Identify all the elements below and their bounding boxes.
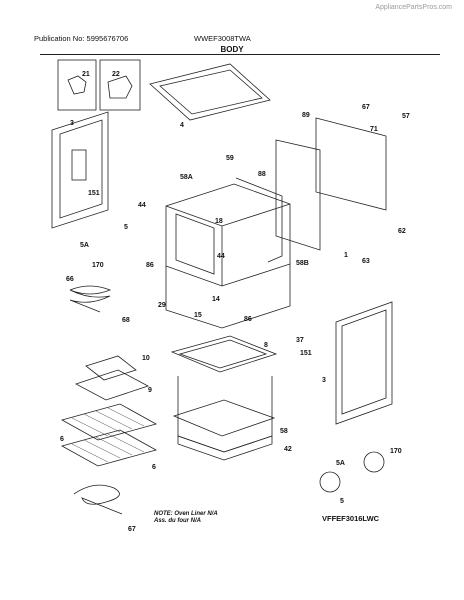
- oven-rack-lower: [60, 429, 158, 467]
- callout-1: 1: [344, 252, 348, 259]
- callout-62: 62: [398, 228, 406, 235]
- rack-wire: [71, 443, 109, 463]
- drawer-base: [177, 435, 273, 461]
- callout-151-bottom: 151: [300, 350, 312, 357]
- callout-170-bottom: 170: [390, 448, 402, 455]
- callout-86-left: 86: [146, 262, 154, 269]
- callout-22: 22: [112, 71, 120, 78]
- callout-3-bottom: 3: [322, 377, 326, 384]
- rack-wire: [71, 417, 109, 437]
- callout-170-left: 170: [92, 262, 104, 269]
- callout-44-left: 44: [138, 202, 146, 209]
- callout-57: 57: [402, 113, 410, 120]
- callout-29: 29: [158, 302, 166, 309]
- callout-14: 14: [212, 296, 220, 303]
- note-line-2: Ass. du four N/A: [154, 518, 202, 525]
- callout-67-top: 67: [362, 104, 370, 111]
- rack-wire: [107, 407, 145, 427]
- callout-58: 58: [280, 428, 288, 435]
- oven-cavity: [175, 213, 215, 275]
- broil-element: [73, 484, 123, 515]
- oven-body-edge: [165, 203, 291, 227]
- bake-element: [69, 285, 112, 313]
- callout-3-top: 3: [70, 120, 74, 127]
- rack-wire: [107, 433, 145, 453]
- rack-wire: [95, 436, 133, 456]
- watermark: AppliancePartsPros.com: [375, 4, 452, 11]
- callout-151-top: 151: [88, 190, 100, 197]
- back-panel: [315, 117, 387, 211]
- callout-18: 18: [215, 218, 223, 225]
- insulation-58a: [235, 177, 283, 263]
- callout-37: 37: [296, 337, 304, 344]
- callout-88: 88: [258, 171, 266, 178]
- rear-frame: [275, 139, 321, 251]
- callout-86-right: 86: [244, 316, 252, 323]
- callout-5a-bottom: 5A: [336, 460, 345, 467]
- rack-wire: [83, 439, 121, 459]
- leveling-leg-circle-left: [319, 471, 341, 493]
- drawer-liner: [172, 399, 276, 437]
- callout-8: 8: [264, 342, 268, 349]
- callout-6-b: 6: [152, 464, 156, 471]
- callout-9: 9: [148, 387, 152, 394]
- callout-66: 66: [66, 276, 74, 283]
- broiler-pan: [74, 369, 150, 401]
- callout-21: 21: [82, 71, 90, 78]
- drawer-top-inner: [178, 339, 268, 369]
- callout-5a-left: 5A: [80, 242, 89, 249]
- part-box-21: [57, 59, 97, 111]
- model-number: WWEF3008TWA: [194, 34, 251, 43]
- note-line-1: NOTE: Oven Liner N/A: [154, 511, 218, 517]
- callout-71: 71: [370, 126, 378, 133]
- callout-4: 4: [180, 122, 184, 129]
- callout-58a: 58A: [180, 174, 193, 181]
- header-rule: [40, 54, 440, 55]
- callout-42: 42: [284, 446, 292, 453]
- section-title: BODY: [220, 45, 244, 54]
- rack-wire: [95, 410, 133, 430]
- callout-15: 15: [194, 312, 202, 319]
- part-22-bracket: [107, 75, 133, 99]
- callout-58b: 58B: [296, 260, 309, 267]
- callout-6-a: 6: [60, 436, 64, 443]
- top-panel: [149, 63, 271, 121]
- oven-rack-upper: [60, 403, 158, 441]
- part-21-bracket: [67, 75, 87, 95]
- side-panel-left: [51, 111, 109, 229]
- oven-body: [165, 183, 291, 287]
- side-panel-right: [335, 301, 393, 425]
- side-panel-bracket: [71, 149, 87, 181]
- callout-44-mid: 44: [217, 253, 225, 260]
- callout-59: 59: [226, 155, 234, 162]
- diagram-code: VFFEF3016LWC: [322, 514, 380, 523]
- callout-5-left: 5: [124, 224, 128, 231]
- callout-67-bottom: 67: [128, 526, 136, 533]
- leveling-leg-circle-right: [363, 451, 385, 473]
- drawer-top: [170, 335, 278, 373]
- broiler-pan-grid: [85, 355, 137, 381]
- oven-liner-note: NOTE: Oven Liner N/A Ass. du four N/A: [154, 511, 218, 525]
- side-panel-left-inner: [59, 119, 103, 219]
- lower-frame: [165, 264, 291, 329]
- publication-number: Publication No: 5995676706: [34, 34, 129, 43]
- rack-wire: [83, 413, 121, 433]
- top-panel-inner: [159, 69, 263, 115]
- callout-10: 10: [142, 355, 150, 362]
- callout-68: 68: [122, 317, 130, 324]
- part-box-22: [99, 59, 141, 111]
- callout-63: 63: [362, 258, 370, 265]
- side-panel-right-inner: [341, 309, 387, 415]
- callout-89: 89: [302, 112, 310, 119]
- callout-5-bottom: 5: [340, 498, 344, 505]
